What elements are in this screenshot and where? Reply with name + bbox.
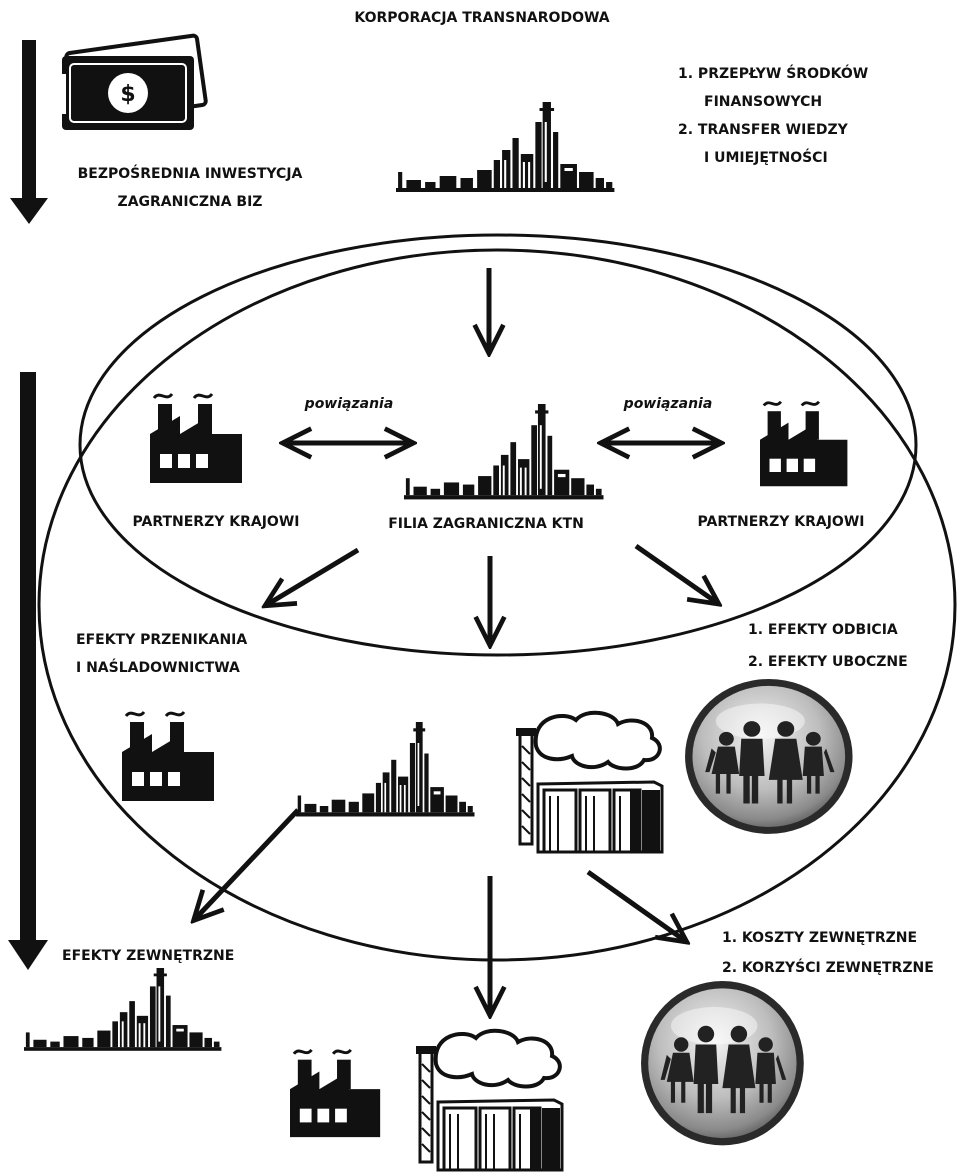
links-label-left: powiązania	[304, 396, 394, 412]
arrow-to-spillover	[268, 547, 360, 604]
people-icon-upper	[685, 678, 853, 834]
factory-icon-left	[148, 392, 244, 485]
partners-label-right: PARTNERZY KRAJOWI	[698, 514, 865, 530]
outer-ellipse	[37, 248, 957, 962]
flows-item-1: 1. PRZEPŁYW ŚRODKÓW	[678, 64, 868, 82]
money-icon: $	[56, 33, 208, 130]
power-plant-icon-bottom	[414, 1028, 564, 1172]
spillover-label-line1: EFEKTY PRZENIKANIA	[76, 632, 247, 648]
arrow-to-external-effects	[196, 808, 300, 918]
refinery-icon-center	[404, 404, 604, 500]
spillover-label-line2: I NAŚLADOWNICTWA	[76, 658, 240, 676]
people-icon-lower	[641, 981, 804, 1146]
flows-item-1-cont: FINANSOWYCH	[704, 94, 822, 110]
power-plant-icon-middle	[514, 710, 664, 854]
reflection-effect-1: 1. EFEKTY ODBICIA	[748, 622, 898, 638]
fdi-label-line1: BEZPOŚREDNIA INWESTYCJA	[78, 164, 303, 182]
inner-ellipse	[78, 233, 918, 657]
factory-icon-middle-left	[120, 710, 216, 803]
arrow-to-external-items	[586, 869, 684, 940]
refinery-icon-bottom-left	[24, 968, 222, 1051]
arrow-to-reflection	[634, 543, 716, 602]
flows-item-2-cont: I UMIEJĘTNOŚCI	[704, 148, 828, 166]
fdi-flow-arrow	[10, 40, 48, 224]
external-item-2: 2. KORZYŚCI ZEWNĘTRZNE	[722, 958, 934, 976]
reflection-effect-2: 2. EFEKTY UBOCZNE	[748, 654, 908, 670]
links-label-right: powiązania	[623, 396, 713, 412]
external-item-1: 1. KOSZTY ZEWNĘTRZNE	[722, 930, 917, 946]
fdi-label-line2: ZAGRANICZNA BIZ	[118, 194, 263, 210]
affiliate-label: FILIA ZAGRANICZNA KTN	[388, 516, 584, 532]
factory-icon-bottom	[288, 1048, 382, 1139]
refinery-icon-middle	[296, 722, 475, 817]
svg-text:$: $	[120, 82, 135, 107]
refinery-icon-top	[396, 102, 615, 192]
flows-item-2: 2. TRANSFER WIEDZY	[678, 122, 849, 138]
partners-label-left: PARTNERZY KRAJOWI	[133, 514, 300, 530]
time-flow-arrow	[8, 372, 48, 970]
factory-icon-right	[758, 400, 849, 488]
diagram-title: KORPORACJA TRANSNARODOWA	[354, 10, 609, 26]
external-effects-label: EFEKTY ZEWNĘTRZNE	[62, 948, 234, 964]
